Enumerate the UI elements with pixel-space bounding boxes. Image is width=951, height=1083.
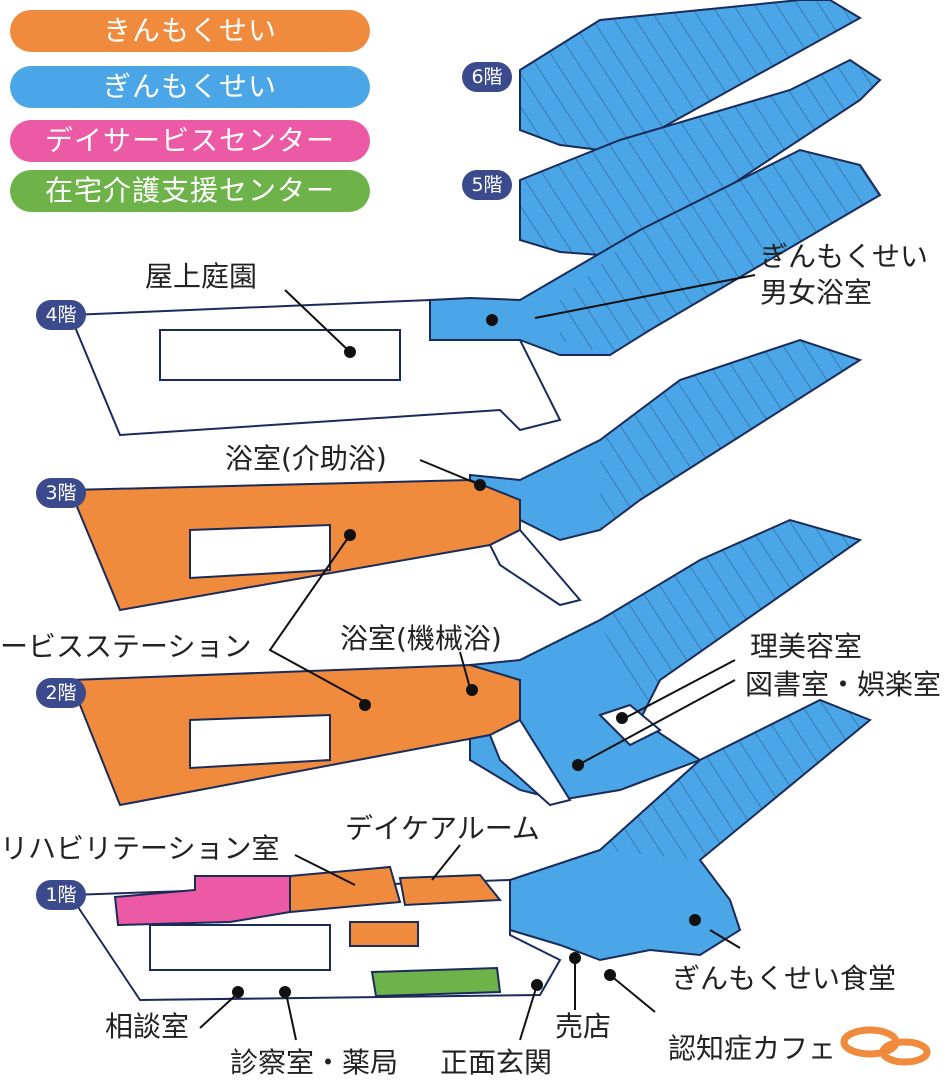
label-gin-bath-line2: 男女浴室 <box>760 276 873 309</box>
floor-badge-5f: 5階 <box>462 170 512 200</box>
kinmokusei-3f <box>68 478 582 612</box>
label-service-station: ービスステーション <box>0 630 252 663</box>
label-dementia-cafe: 認知症カフェ <box>668 1032 837 1065</box>
legend-day-service: デイサービスセンター <box>10 120 370 162</box>
rooftop-4f <box>68 298 562 437</box>
label-consult: 相談室 <box>105 1010 190 1043</box>
label-clinic: 診察室・薬局 <box>230 1046 399 1079</box>
floor-badge-4f: 4階 <box>36 300 86 330</box>
label-dayroom: デイケアルーム <box>345 812 540 845</box>
label-library: 図書室・娯楽室 <box>745 668 942 701</box>
label-barber: 理美容室 <box>750 630 863 663</box>
label-rooftop-garden: 屋上庭園 <box>145 260 258 293</box>
ginmokusei-wing-5f <box>519 58 882 257</box>
ginmokusei-wing-6f <box>519 0 863 152</box>
floor-badge-6f: 6階 <box>462 62 512 92</box>
label-entrance: 正面玄関 <box>440 1046 553 1079</box>
floor-badge-3f: 3階 <box>36 478 86 508</box>
label-bath-machine: 浴室(機械浴) <box>340 622 502 655</box>
cafe-ring-icon <box>840 1026 931 1066</box>
dayroom-1f <box>289 865 502 947</box>
floor-badge-1f: 1階 <box>36 880 86 910</box>
home-care-1f <box>370 966 502 998</box>
label-gin-dining: ぎんもくせい食堂 <box>672 962 897 995</box>
legend-home-care: 在宅介護支援センター <box>10 170 370 212</box>
legend-kinmokusei: きんもくせい <box>10 10 370 52</box>
legend-ginmokusei: ぎんもくせい <box>10 66 370 108</box>
ginmokusei-wing-2f <box>469 518 863 802</box>
label-bath-assisted: 浴室(介助浴) <box>225 442 387 475</box>
kinmokusei-2f <box>68 663 572 807</box>
floor-badge-2f: 2階 <box>36 678 86 708</box>
label-shop: 売店 <box>555 1010 612 1043</box>
ginmokusei-wing-1f <box>509 698 872 962</box>
label-gin-bath-line1: ぎんもくせい <box>760 240 929 273</box>
label-rehab: リハビリテーション室 <box>0 832 280 865</box>
